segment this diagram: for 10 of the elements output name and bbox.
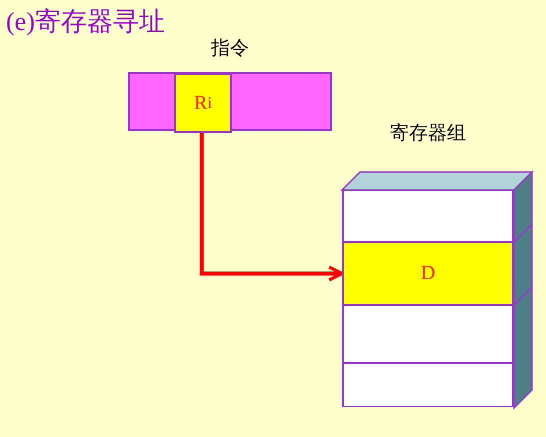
register-field xyxy=(174,73,232,133)
register-file-heading: 寄存器组 xyxy=(389,122,467,146)
register-row xyxy=(342,305,514,363)
register-row xyxy=(342,190,514,242)
register-row xyxy=(342,242,514,305)
arrow xyxy=(200,133,344,282)
register-row xyxy=(342,363,514,407)
register-name: D xyxy=(420,261,436,286)
instruction-heading: 指令 xyxy=(210,37,250,61)
diagram-title: (e)寄存器寻址 xyxy=(6,6,165,38)
